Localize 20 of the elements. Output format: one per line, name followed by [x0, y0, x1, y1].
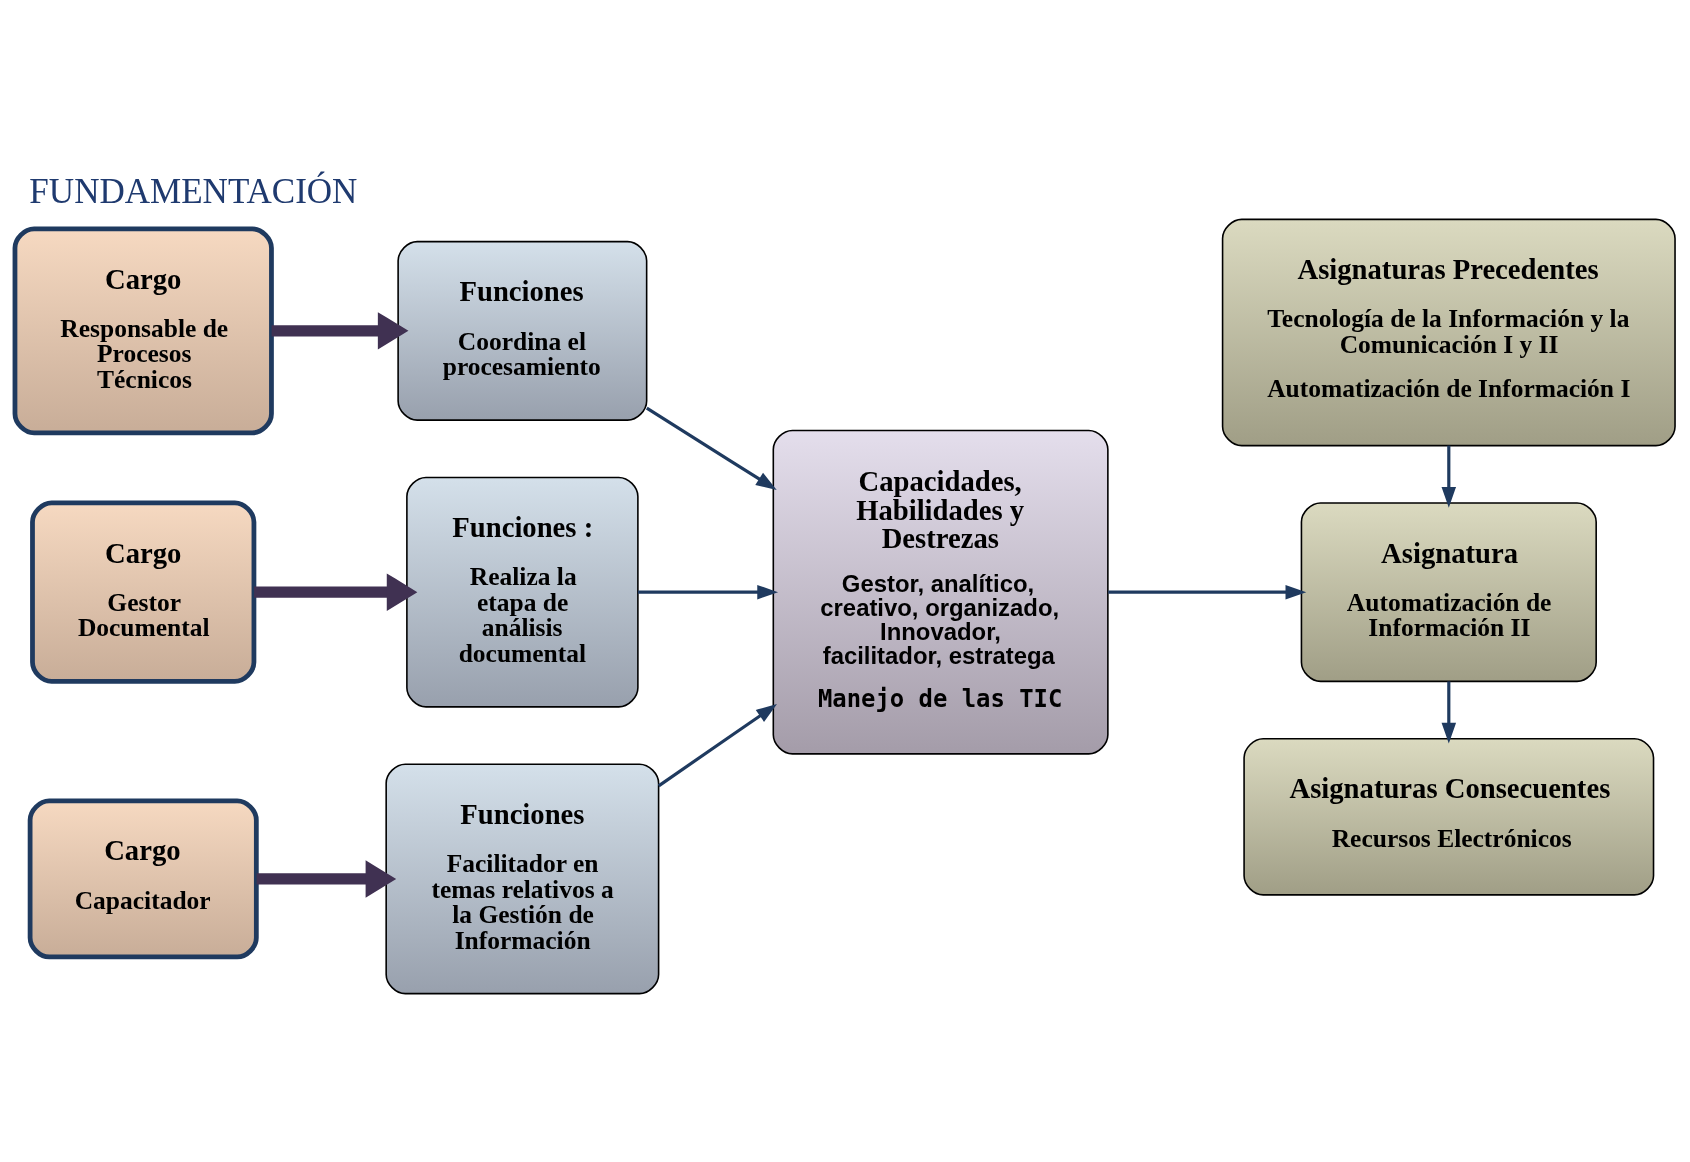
- node-box: Asignaturas Precedentes Tecnología de la Información y la Comunicación I y II Automatización de Información I: [1221, 218, 1676, 447]
- node-box: Funciones Coordina el procesamiento: [397, 240, 648, 421]
- arrow: [1441, 681, 1457, 744]
- arrow: [256, 860, 397, 898]
- arrow: [645, 406, 777, 490]
- arrow: [1108, 584, 1307, 600]
- node-box: Asignatura Automatización de Información II: [1300, 502, 1597, 683]
- arrow: [637, 584, 779, 600]
- diagram-title: FUNDAMENTACIÓN: [29, 171, 358, 211]
- node-box: Funciones : Realiza la etapa de análisis documental: [406, 476, 639, 708]
- node-box: Cargo Responsable de Procesos Técnicos: [12, 226, 274, 436]
- node-box: Funciones Facilitador en temas relativos a la Gestión de Información: [385, 763, 660, 995]
- arrow: [1441, 445, 1457, 508]
- arrow: [657, 704, 777, 788]
- arrow: [271, 312, 409, 350]
- node-box: Asignaturas Consecuentes Recursos Electrónicos: [1243, 737, 1655, 896]
- node-box: Cargo Gestor Documental: [30, 500, 257, 684]
- node-box: Capacidades, Habilidades y Destrezas Gestor, analítico, creativo, organizado, Innovador, facilitador, estratega Manejo de las TIC: [772, 429, 1109, 755]
- arrow: [254, 573, 418, 611]
- node-box: Cargo Capacitador: [27, 798, 259, 960]
